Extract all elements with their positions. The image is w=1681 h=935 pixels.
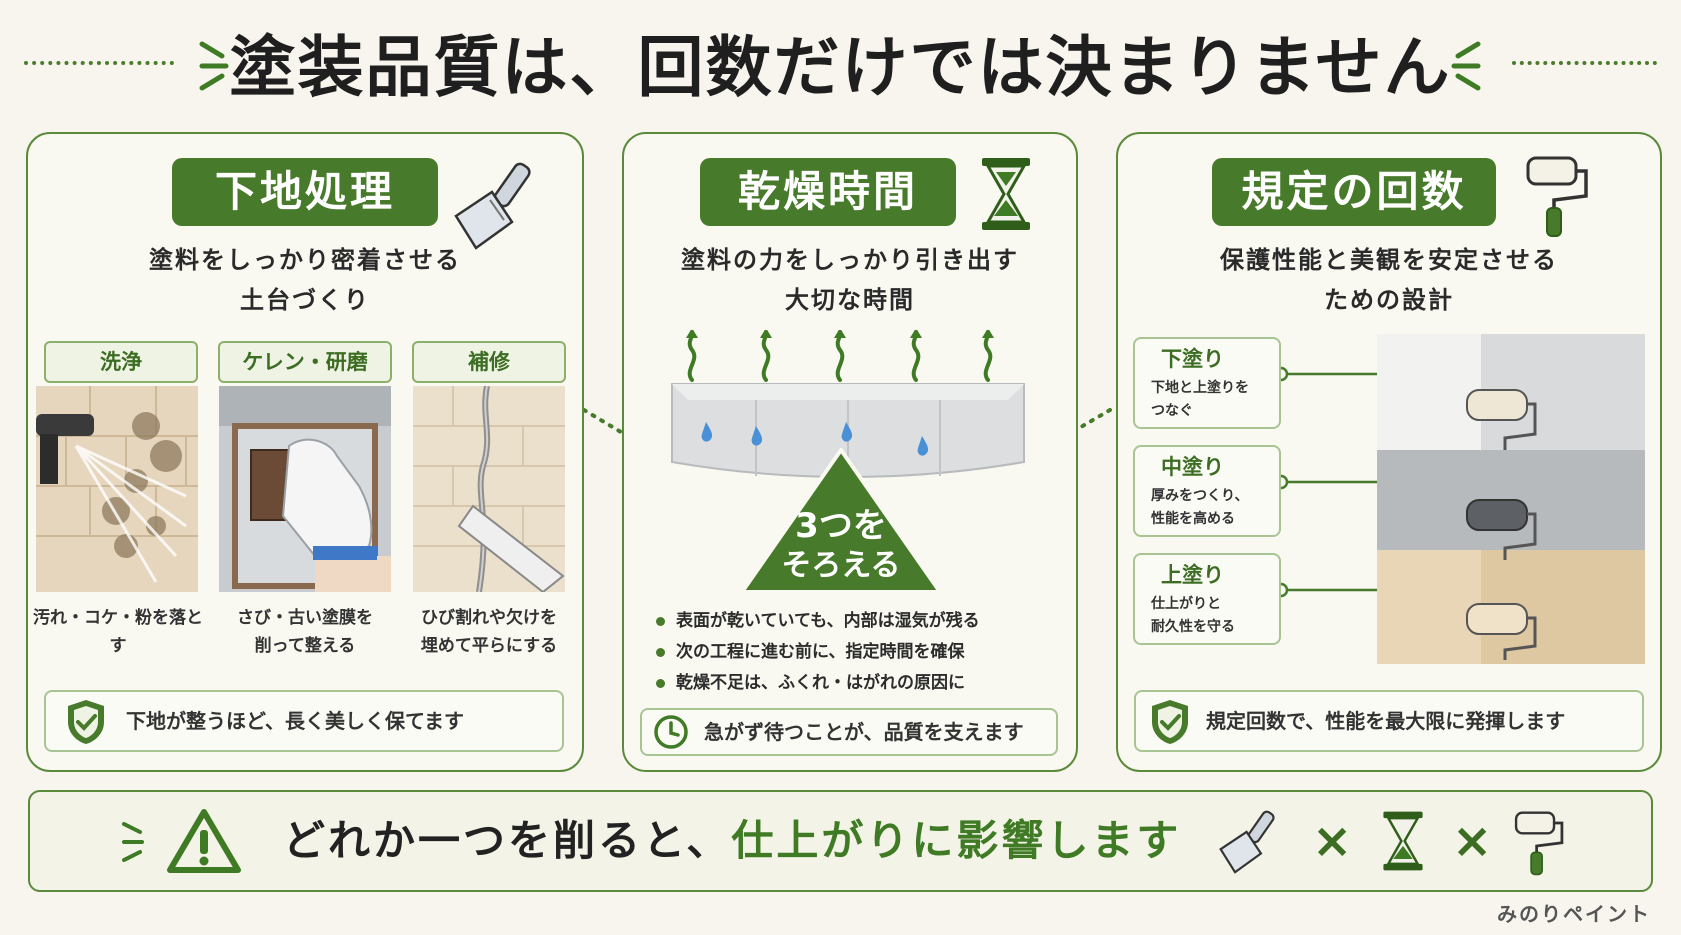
heading-drying-time: 乾燥時間 (700, 158, 956, 226)
subtitle-surface-prep-2: 土台づくり (240, 286, 370, 314)
coat-box-topcoat: 上塗り 仕上がりと 耐久性を守る (1133, 553, 1281, 645)
drying-bullets: 表面が乾いていても、内部は湿気が残る 次の工程に進む前に、指定時間を確保 乾燥不… (654, 606, 1074, 699)
sparkle-bottom-icon (122, 822, 144, 862)
footer-surface-prep: 下地が整うほど、長く美しく保てます (126, 709, 464, 733)
shield-check-icon (68, 700, 104, 744)
shield-check-icon-2 (1152, 700, 1188, 744)
coat-box-midcoat: 中塗り 厚みをつくり、 性能を高める (1133, 445, 1281, 537)
title-dots-left (24, 61, 174, 65)
page-title: 塗装品質は、回数だけでは決まりません (229, 29, 1452, 106)
drying-wall-illustration (671, 330, 1025, 478)
method-tag-repair: 補修 (412, 341, 566, 383)
hourglass-small-icon (1383, 811, 1423, 871)
footer-box-drying (640, 708, 1058, 756)
center-badge-line2: そろえる (781, 548, 901, 583)
method-desc-wash: 汚れ・コケ・粉を落とす (33, 608, 203, 656)
bottom-message-main: どれか一つを削ると、 (283, 816, 732, 865)
drying-bullet-2: 次の工程に進む前に、指定時間を確保 (654, 637, 1074, 668)
bottom-message-highlight: 仕上がりに影響します (731, 816, 1182, 865)
coat-desc-midcoat-2: 性能を高める (1151, 511, 1235, 527)
method-tag-sanding: ケレン・研磨 (218, 341, 392, 383)
coat-desc-midcoat-1: 厚みをつくり、 (1151, 488, 1249, 504)
drying-bullet-1: 表面が乾いていても、内部は湿気が残る (654, 606, 1074, 637)
drying-bullet-3: 乾燥不足は、ふくれ・はがれの原因に (654, 668, 1074, 699)
coat-layers-illustration (1281, 334, 1645, 664)
subtitle-drying-2: 大切な時間 (785, 286, 915, 314)
footer-box-surface-prep (44, 690, 564, 752)
method-desc-sanding-2: 削って整える (254, 636, 356, 656)
title-dots-right (1512, 61, 1657, 65)
sanding-illustration (219, 386, 391, 592)
repair-illustration (413, 386, 565, 592)
footer-coat: 規定回数で、性能を最大限に発揮します (1206, 709, 1566, 733)
coat-desc-topcoat-2: 耐久性を守る (1151, 619, 1235, 635)
subtitle-coat-2: ための設計 (1324, 286, 1454, 314)
method-tag-wash: 洗浄 (44, 341, 198, 383)
coat-desc-topcoat-1: 仕上がりと (1151, 596, 1221, 612)
footer-drying: 急がず待つことが、品質を支えます (704, 720, 1024, 744)
footer-box-coat (1134, 690, 1644, 752)
method-desc-sanding-1: さび・古い塗膜を (237, 608, 373, 628)
method-desc-repair-2: 埋めて平らにする (420, 636, 558, 656)
method-desc-repair-1: ひび割れや欠けを (421, 608, 557, 628)
scraper-small-icon (1219, 810, 1275, 874)
heading-surface-prep: 下地処理 (172, 158, 438, 226)
sparkle-right-icon (1451, 41, 1481, 91)
times-sign-2: × (1452, 813, 1493, 869)
hourglass-icon (982, 158, 1030, 230)
clock-icon (654, 715, 688, 749)
times-sign-1: × (1312, 813, 1353, 869)
paint-roller-icon (1526, 156, 1588, 237)
roller-small-icon (1514, 811, 1564, 876)
heading-coat-count: 規定の回数 (1212, 158, 1496, 226)
sparkle-left-icon (199, 41, 229, 91)
coat-desc-undercoat-2: つなぐ (1151, 403, 1193, 419)
center-triangle-badge (740, 448, 942, 594)
bottom-message: どれか一つを削ると、仕上がりに影響します (283, 790, 1181, 892)
center-badge-line1: 3つを (795, 506, 887, 546)
scraper-icon (454, 162, 531, 250)
brand-name: みのりペイント (1497, 902, 1651, 926)
bottom-warning-bar (28, 790, 1653, 892)
coat-label-midcoat: 中塗り (1161, 455, 1224, 479)
coat-box-undercoat: 下塗り 下地と上塗りを つなぐ (1133, 337, 1281, 429)
subtitle-coat-1: 保護性能と美観を安定させる (1220, 246, 1558, 274)
subtitle-drying-1: 塗料の力をしっかり引き出す (681, 246, 1019, 274)
wash-illustration (36, 386, 198, 592)
warning-icon (167, 809, 241, 873)
subtitle-surface-prep-1: 塗料をしっかり密着させる (149, 246, 461, 274)
coat-label-topcoat: 上塗り (1161, 563, 1224, 587)
coat-label-undercoat: 下塗り (1161, 347, 1224, 371)
coat-desc-undercoat-1: 下地と上塗りを (1151, 380, 1249, 396)
